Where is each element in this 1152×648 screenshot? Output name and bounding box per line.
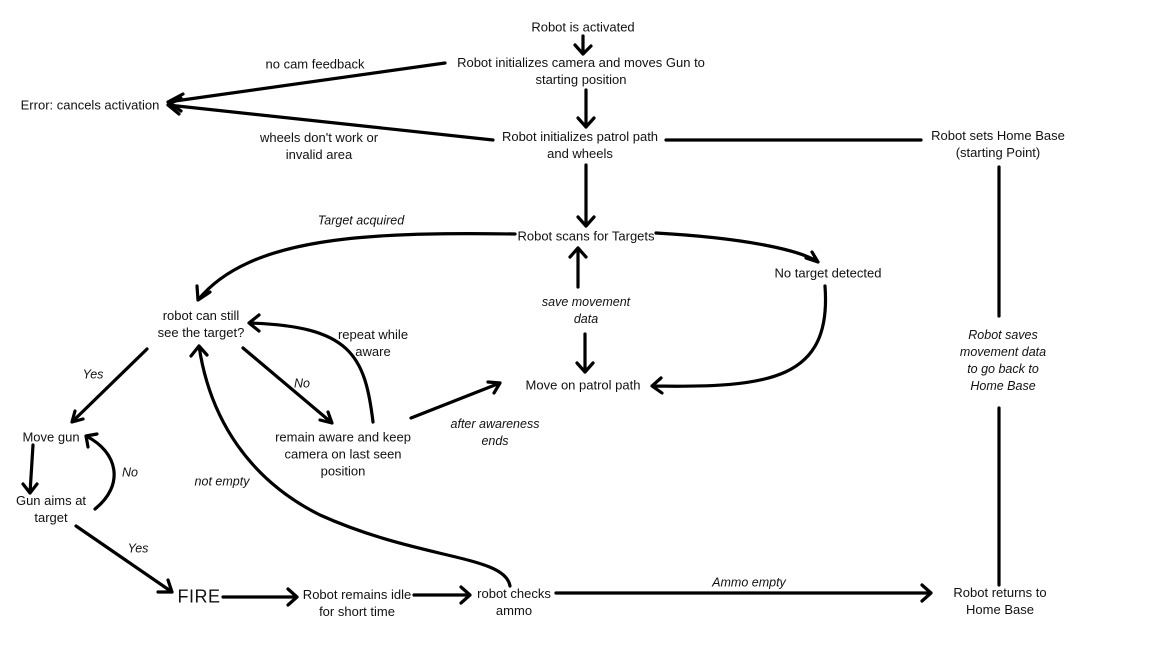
node-idle: Robot remains idle for short time (302, 587, 412, 619)
edge-patrol-to-error (166, 96, 495, 142)
label-no-aim: No (122, 465, 138, 480)
edge-cansee-to-movegun (70, 347, 149, 424)
label-target-acquired: Target acquired (317, 213, 405, 228)
node-remain-aware: remain aware and keep camera on last see… (275, 429, 411, 479)
label-not-empty: not empty (194, 474, 250, 489)
node-fire: FIRE (177, 586, 221, 607)
edge-idle-to-checks (412, 585, 472, 605)
edge-movegun-to-aim (21, 443, 39, 495)
label-no-cam-feedback: no cam feedback (265, 56, 365, 72)
node-no-target: No target detected (774, 265, 882, 281)
label-after-awareness: after awareness ends (450, 417, 540, 448)
label-yes-fire: Yes (127, 541, 149, 556)
edge-aware-repeat (247, 313, 375, 424)
edge-scans-to-cansee (195, 232, 517, 302)
node-gun-aims: Gun aims at target (15, 493, 87, 525)
node-error: Error: cancels activation (20, 97, 160, 113)
node-move-patrol: Move on patrol path (525, 377, 641, 393)
edge-scans-to-nodetect (654, 231, 820, 264)
edge-cansee-to-aware (241, 346, 334, 425)
edge-aim-to-fire (74, 524, 174, 594)
label-repeat-aware: repeat while aware (337, 327, 409, 359)
edge-checks-to-cansee (189, 344, 512, 588)
node-can-see: robot can still see the target? (157, 308, 245, 340)
edge-nodetect-to-patrol (650, 284, 828, 395)
label-save-movement: save movement data (541, 295, 631, 326)
node-returns-home: Robot returns to Home Base (953, 585, 1047, 617)
edge-activated-to-init (573, 34, 593, 56)
edge-checks-to-returns (554, 583, 933, 603)
edge-init-to-error (166, 61, 447, 113)
edge-patrol-to-scans (576, 163, 596, 228)
node-scans: Robot scans for Targets (517, 228, 655, 244)
node-init-patrol: Robot initializes patrol path and wheels (501, 129, 659, 161)
node-init-camera: Robot initializes camera and moves Gun t… (457, 55, 705, 87)
node-home-base: Robot sets Home Base (starting Point) (931, 128, 1065, 160)
label-robot-saves: Robot saves movement data to go back to … (959, 328, 1047, 393)
edge-save-to-patrol (575, 332, 595, 374)
label-no-aware: No (294, 376, 310, 391)
edge-aware-to-patrol (409, 380, 502, 420)
label-yes-move: Yes (82, 367, 104, 382)
node-robot-activated: Robot is activated (531, 19, 635, 35)
edge-init-to-patrol (576, 88, 596, 129)
label-wheels-fail: wheels don't work or invalid area (259, 130, 379, 162)
node-checks-ammo: robot checks ammo (477, 586, 551, 618)
edge-patrol-to-scans-up (568, 246, 588, 289)
edge-fire-to-idle (221, 587, 299, 607)
label-ammo-empty: Ammo empty (712, 575, 786, 590)
edge-aim-to-movegun (84, 432, 116, 511)
node-move-gun: Move gun (22, 429, 80, 445)
